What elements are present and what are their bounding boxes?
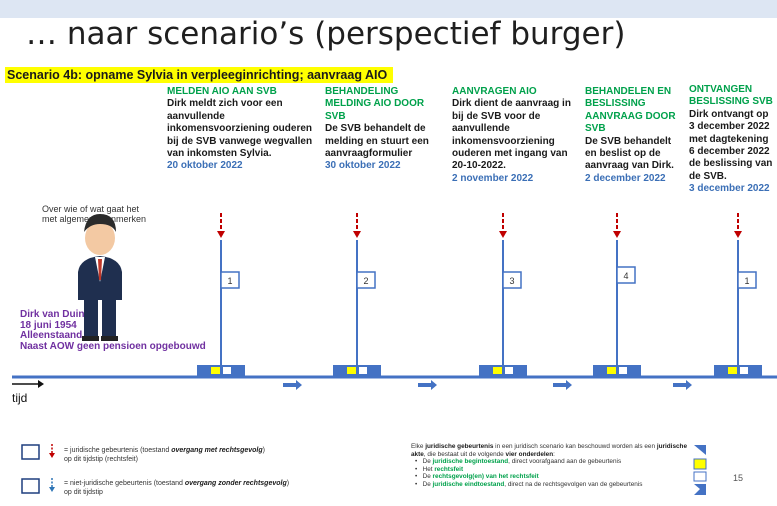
event-date: 2 december 2022	[585, 172, 666, 184]
event-marker-5	[714, 213, 762, 376]
event-head: AANVRAGEN AIO	[452, 86, 537, 97]
event-head: ONTVANGEN BESLISSING SVB	[689, 84, 773, 108]
box-label: 4	[623, 271, 628, 281]
axis-label: tijd	[12, 391, 28, 405]
event-marker-4	[593, 213, 641, 376]
time-arrow-head-icon	[38, 380, 44, 388]
person-birth: 18 juni 1954	[20, 319, 77, 331]
event-marker-1	[197, 213, 245, 376]
event-1: MELDEN AIO AAN SVB Dirk meldt zich voor …	[167, 86, 317, 173]
legend-juridical: = juridische gebeurtenis (toestand overg…	[64, 447, 265, 463]
event-body: Dirk ontvangt op 3 december 2022 met dag…	[689, 108, 773, 182]
person-name: Dirk van Duin	[20, 309, 85, 320]
event-date: 2 november 2022	[452, 172, 534, 184]
act-parts-icon	[693, 445, 707, 495]
legend-nonjuridical: = niet-juridische gebeurtenis (toestand …	[64, 480, 290, 496]
event-5: ONTVANGEN BESLISSING SVB Dirk ontvangt o…	[689, 84, 776, 196]
box-label: 3	[509, 276, 514, 286]
event-3: AANVRAGEN AIO Dirk dient de aanvraag in …	[452, 86, 576, 185]
person-info: Dirk van Duin 18 juni 1954 Alleenstaand …	[20, 309, 206, 352]
box-label: 1	[744, 276, 749, 286]
event-date: 3 december 2022	[689, 183, 770, 195]
person-avatar-icon	[78, 214, 122, 341]
event-body: Dirk dient de aanvraag in bij de SVB voo…	[452, 98, 571, 172]
event-marker-2	[333, 213, 381, 376]
box-label: 1	[227, 276, 232, 286]
page-number: 15	[733, 473, 744, 483]
event-head: BEHANDELEN EN BESLISSING AANVRAAG DOOR S…	[585, 86, 676, 135]
event-marker-3	[479, 213, 527, 376]
event-4: BEHANDELEN EN BESLISSING AANVRAAG DOOR S…	[585, 86, 685, 185]
event-2: BEHANDELING MELDING AIO DOOR SVB De SVB …	[325, 86, 447, 173]
event-date: 30 oktober 2022	[325, 160, 401, 172]
top-band	[0, 0, 777, 18]
event-body: De SVB behandelt en beslist op de aanvra…	[585, 135, 674, 172]
flow-arrows	[283, 380, 692, 390]
juridical-act-note: Elke juridische gebeurtenis in een jurid…	[411, 443, 688, 488]
slide-title: … naar scenario’s (perspectief burger)	[26, 16, 626, 52]
person-status: Alleenstaand	[20, 330, 83, 341]
person-pension: Naast AOW geen pensioen opgebouwd	[20, 340, 206, 352]
legend-nonjuridical-icon	[21, 478, 55, 494]
legend-juridical-icon	[21, 444, 55, 460]
scenario-title: Scenario 4b: opname Sylvia in verpleegin…	[5, 67, 394, 83]
event-body: De SVB behandelt de melding en stuurt ee…	[325, 123, 429, 160]
event-head: MELDEN AIO AAN SVB	[167, 86, 277, 97]
event-head: BEHANDELING MELDING AIO DOOR SVB	[325, 86, 425, 122]
event-body: Dirk meldt zich voor een aanvullende ink…	[167, 98, 313, 160]
box-label: 2	[363, 276, 368, 286]
event-date: 20 oktober 2022	[167, 160, 243, 172]
